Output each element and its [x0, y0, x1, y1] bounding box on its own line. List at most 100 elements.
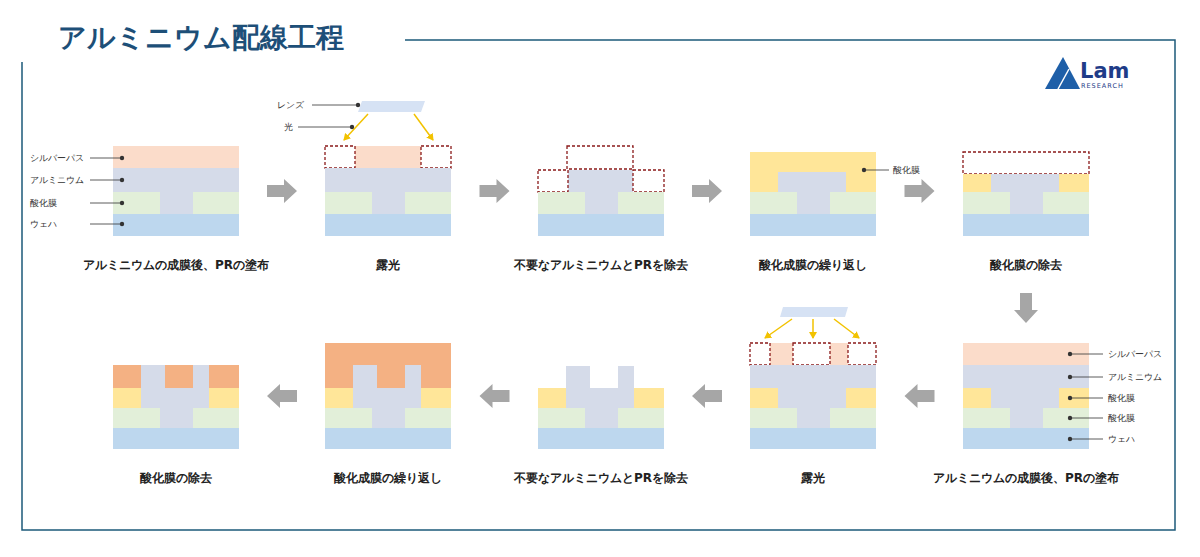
step-caption: 露光 [801, 470, 825, 486]
layer-label: ウェハ [30, 218, 57, 230]
step-5-layers-part [963, 192, 1089, 214]
step-1-leaders [90, 156, 124, 226]
process-step: アルミニウムの成膜後、PRの塗布 [113, 146, 239, 236]
step-10-layers-part [193, 365, 209, 388]
flow-arrow [692, 179, 722, 203]
layer-label: アルミニウム [30, 174, 84, 186]
step-1-leaders-part [120, 178, 124, 182]
logo-mark-part [1045, 57, 1080, 89]
step-7-layers-part [797, 408, 830, 428]
step-7-layers-part [778, 388, 846, 408]
step-6-leaders-part [1068, 352, 1072, 356]
flow-arrow [267, 384, 297, 408]
process-step: 不要なアルミニウムとPRを除去 [538, 146, 664, 236]
step-8-layers-part [566, 366, 590, 388]
step-9-layers-part [405, 365, 421, 388]
part-label: 光 [284, 121, 293, 133]
step-6-leaders-part [1070, 377, 1103, 378]
step-8-layers-part [538, 408, 664, 428]
step-10-layers-part [113, 408, 239, 428]
logo-mark-part [1058, 69, 1069, 89]
layer-label: 酸化膜 [1108, 412, 1135, 424]
step-10-layers-part [113, 428, 239, 449]
step-4-layers-part [750, 214, 876, 236]
process-step: 不要なアルミニウムとPRを除去 [538, 343, 664, 449]
part-label: レンズ [277, 99, 304, 111]
step-1-leaders-part [90, 158, 122, 159]
frame [22, 40, 1175, 530]
step-caption: 酸化膜の除去 [140, 470, 212, 486]
step-9-layers-part [325, 428, 451, 449]
step-2-lens-part [356, 103, 360, 107]
step-1-layers-part [113, 192, 239, 214]
flow-arrow [905, 179, 935, 203]
step-4-layers [750, 152, 889, 236]
step-1-leaders-part [90, 224, 122, 225]
step-5-layers-part [991, 174, 1059, 192]
step-8-layers-part [538, 388, 664, 408]
step-4-layers-part [750, 192, 876, 214]
step-8-layers [538, 366, 664, 449]
step-7-layers-part [793, 343, 830, 365]
process-step: アルミニウムの成膜後、PRの塗布 [963, 343, 1089, 449]
step-caption: 不要なアルミニウムとPRを除去 [514, 257, 688, 273]
step-2-layers [325, 146, 451, 236]
step-caption: 酸化成膜の繰り返し [759, 257, 867, 273]
step-7-layers-part [750, 365, 876, 388]
flow-arrow [480, 384, 510, 408]
step-7-lens-part [765, 319, 792, 338]
step-2-layers-part [325, 146, 451, 168]
step-9-layers-part [325, 343, 451, 388]
step-1-layers-part [113, 168, 239, 192]
process-step: 酸化成膜の繰り返し [750, 146, 876, 236]
step-6-layers [963, 343, 1089, 449]
step-2-lens [298, 101, 433, 140]
process-step: 酸化膜の除去 [963, 146, 1089, 236]
step-6-layers-part [963, 428, 1089, 449]
frame-part [22, 40, 1175, 530]
step-5-layers-part [963, 174, 1089, 192]
process-step: 露光 [750, 343, 876, 449]
step-3-layers [538, 146, 664, 236]
step-caption: アルミニウムの成膜後、PRの塗布 [83, 257, 269, 273]
step-1-layers-part [113, 146, 239, 168]
step-8-layers-part [538, 428, 664, 449]
step-8-layers-part [618, 366, 634, 388]
diagram-title: アルミニウム配線工程 [58, 20, 344, 56]
step-6-leaders-part [1070, 439, 1103, 440]
step-1-layers-part [113, 214, 239, 236]
process-step: 露光 [325, 146, 451, 236]
step-6-layers-part [1010, 408, 1043, 428]
layer-label: ウェハ [1108, 433, 1135, 445]
step-caption: 酸化膜の除去 [990, 257, 1062, 273]
step-7-layers-part [750, 428, 876, 449]
process-step: 酸化膜の除去 [113, 343, 239, 449]
step-6-leaders [1068, 352, 1103, 441]
step-6-layers-part [963, 365, 1089, 388]
step-4-layers-part [862, 168, 866, 172]
step-3-layers-part [538, 170, 568, 192]
step-4-layers-part [750, 152, 876, 192]
layer-label: 酸化膜 [1108, 392, 1135, 404]
step-9-layers-part [353, 365, 377, 388]
step-7-lens-part [834, 319, 859, 338]
step-6-leaders-part [1068, 375, 1072, 379]
step-6-leaders-part [1070, 398, 1103, 399]
step-caption: 酸化成膜の繰り返し [334, 470, 442, 486]
step-3-layers-part [568, 170, 633, 192]
layer-label: 酸化膜 [893, 164, 920, 176]
step-9-layers [325, 343, 451, 449]
step-2-layers-part [325, 168, 451, 192]
step-9-layers-part [325, 408, 451, 428]
step-7-lens [765, 307, 859, 338]
step-2-lens-part [298, 127, 352, 128]
step-6-leaders-part [1068, 416, 1072, 420]
step-1-leaders-part [120, 156, 124, 160]
process-step: 酸化成膜の繰り返し [325, 343, 451, 449]
layer-label: シルバーパス [1108, 348, 1162, 360]
step-8-layers-part [566, 388, 634, 408]
step-7-layers-part [750, 388, 876, 408]
step-10-layers-part [141, 388, 209, 408]
step-2-lens-part [312, 105, 358, 106]
